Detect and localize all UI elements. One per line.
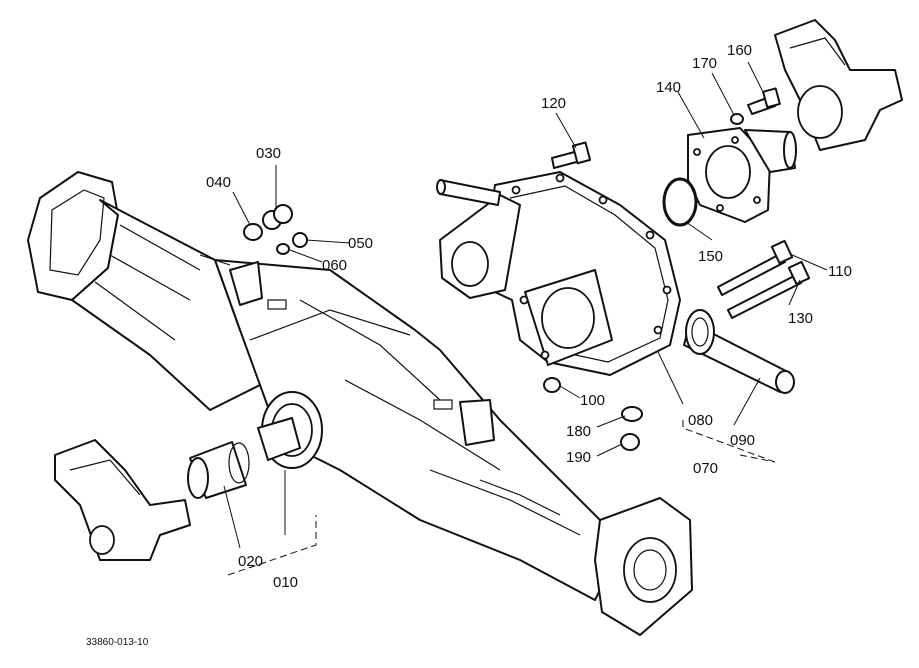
callout-020: 020	[238, 553, 263, 570]
callout-080: 080	[688, 412, 713, 429]
o-ring-150	[662, 177, 698, 227]
washer-040	[243, 223, 263, 241]
callout-140: 140	[656, 79, 681, 96]
shaft-090	[683, 309, 795, 394]
leader-lines	[199, 61, 828, 576]
callout-060: 060	[322, 257, 347, 274]
callout-120: 120	[541, 95, 566, 112]
callout-010: 010	[273, 574, 298, 591]
callout-170: 170	[692, 55, 717, 72]
callout-090: 090	[730, 432, 755, 449]
support-bracket-right	[774, 19, 903, 151]
callout-100: 100	[580, 392, 605, 409]
bushing-020	[187, 441, 250, 499]
pin-100	[543, 377, 561, 393]
callout-150: 150	[698, 248, 723, 265]
washer-060	[276, 243, 290, 255]
callout-050: 050	[348, 235, 373, 252]
plug-030	[262, 204, 293, 230]
washer-170	[730, 113, 744, 125]
callout-070: 070	[693, 460, 718, 477]
cover-140	[687, 127, 797, 223]
callout-110: 110	[828, 263, 852, 280]
bolt-120	[551, 141, 592, 169]
plug-190	[620, 433, 640, 451]
callout-040: 040	[206, 174, 231, 191]
callout-130: 130	[788, 310, 813, 327]
callout-160: 160	[727, 42, 752, 59]
callout-180: 180	[566, 423, 591, 440]
bolt-160	[747, 87, 781, 115]
callout-labels: 010 020 030 040 050 060 070 080 090 100 …	[206, 42, 852, 591]
drawing-reference: 33860-013-10	[86, 637, 149, 648]
axle-housing	[27, 171, 693, 636]
gear-case-080	[436, 171, 681, 376]
bolt-110	[717, 239, 794, 296]
washer-180	[621, 406, 643, 422]
callout-190: 190	[566, 449, 591, 466]
support-bracket-left	[54, 439, 191, 561]
plug-050	[292, 232, 308, 248]
bolt-130	[727, 260, 811, 319]
callout-030: 030	[256, 145, 281, 162]
